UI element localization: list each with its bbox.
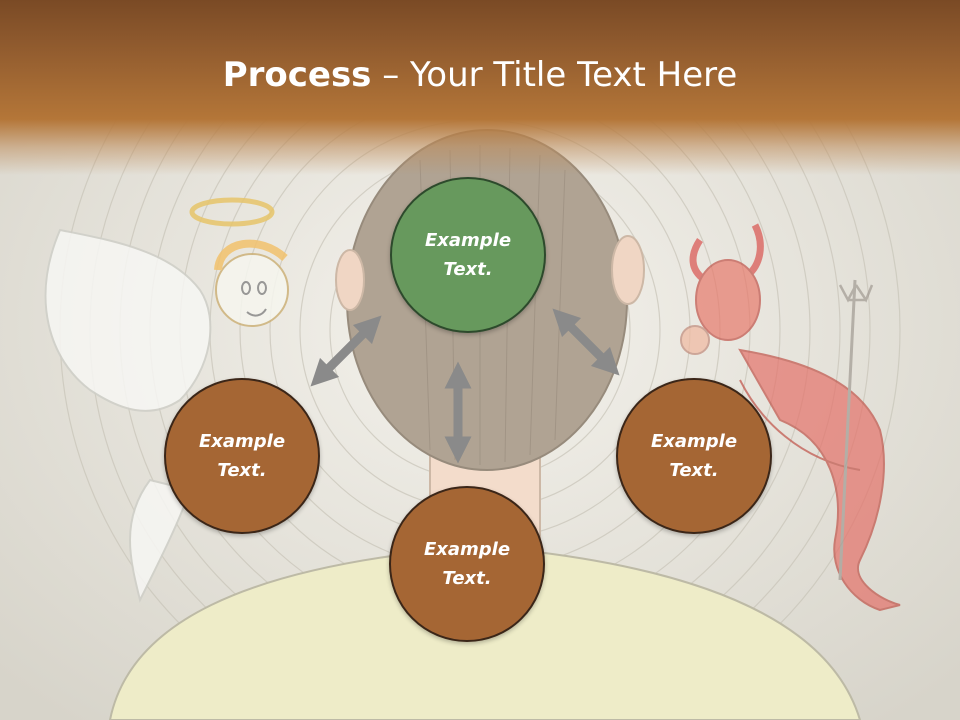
slide-title: Process – Your Title Text Here bbox=[0, 52, 960, 98]
node-top[interactable]: Example Text. bbox=[390, 177, 546, 333]
title-rest: – Your Title Text Here bbox=[371, 55, 738, 95]
node-bottom-label: Example Text. bbox=[423, 539, 511, 589]
node-left[interactable]: Example Text. bbox=[164, 378, 320, 534]
node-left-label: Example Text. bbox=[198, 431, 286, 481]
node-top-label: Example Text. bbox=[424, 230, 512, 280]
node-right-label: Example Text. bbox=[650, 431, 738, 481]
node-right[interactable]: Example Text. bbox=[616, 378, 772, 534]
node-bottom[interactable]: Example Text. bbox=[389, 486, 545, 642]
title-band bbox=[0, 0, 960, 175]
title-bold: Process bbox=[222, 55, 372, 95]
